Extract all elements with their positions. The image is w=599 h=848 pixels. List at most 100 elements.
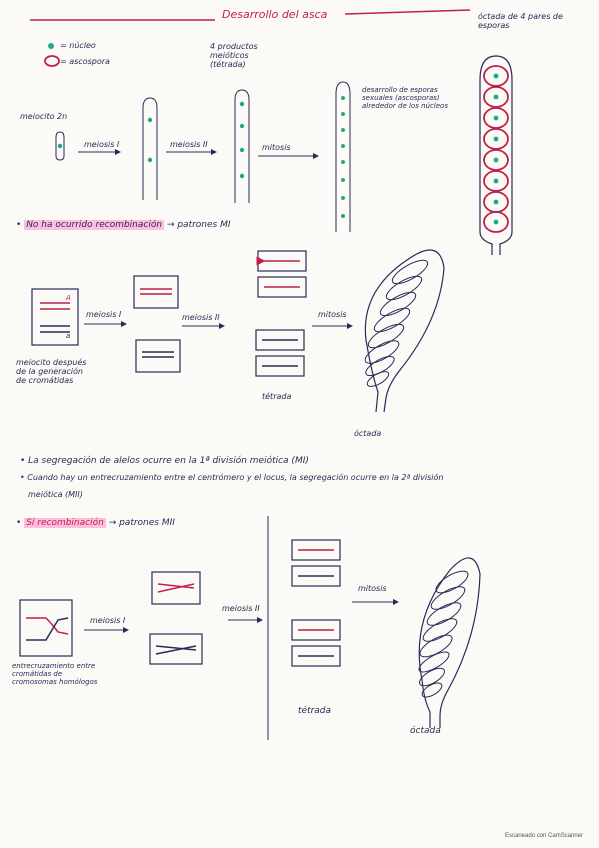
ascospore	[483, 149, 509, 171]
row3-arrow2-label: meiosis II	[222, 604, 260, 613]
ascospore	[483, 128, 509, 150]
tetrad-products-label: 4 productos meióticos (tétrada)	[210, 42, 258, 69]
crossover-blue	[26, 617, 69, 641]
section1-line: • No ha ocurrido recombinación → patrone…	[16, 220, 231, 230]
tetrad-box	[255, 355, 305, 377]
ascospore-nucleus	[493, 94, 499, 100]
section2-highlight: Sí recombinación	[24, 518, 106, 528]
section2-arrow-text: → patrones MII	[108, 518, 175, 528]
row2-octad-label: óctada	[354, 429, 382, 438]
spore	[421, 682, 443, 698]
tetrad-box	[291, 619, 341, 641]
octad-spores-row3	[418, 570, 469, 698]
spore	[364, 340, 400, 364]
note-3: meiótica (MII)	[28, 490, 83, 499]
ascospore-nucleus	[493, 178, 499, 184]
row3-arrow3-label: mitosis	[358, 584, 387, 593]
meiosis1-box-bottom	[135, 339, 181, 373]
section1-highlight: No ha ocurrido recombinación	[24, 220, 165, 230]
row3-box-bottom	[149, 633, 203, 665]
crossover-note: entrecruzamiento entre cromátidas de cro…	[12, 662, 98, 686]
ascus1-nucleus-2	[147, 157, 153, 163]
ascospore	[483, 107, 509, 129]
spore	[391, 259, 429, 285]
row1-arrow2-label: meiosis II	[170, 140, 208, 149]
tetrad-nucleus-3	[239, 147, 245, 153]
spore	[422, 618, 458, 642]
title-rule-right	[344, 9, 471, 15]
octad-nucleus	[341, 178, 345, 182]
meiocyte-box-row2	[31, 288, 79, 346]
meiocyte-label: meiocito 2n	[20, 112, 68, 121]
ascus-octad-nuclei	[335, 81, 351, 232]
spore	[435, 570, 469, 594]
row3-box-top	[151, 571, 201, 605]
ascospore-nucleus	[493, 219, 499, 225]
row3-top-chromatids	[157, 583, 195, 593]
octad-nucleus	[341, 144, 345, 148]
spore	[367, 323, 405, 349]
spore	[373, 307, 411, 333]
ascospore-nucleus	[493, 73, 499, 79]
ascospore-column	[483, 65, 509, 233]
spore	[366, 371, 390, 387]
watermark: Escaneado con CamScanner	[505, 833, 584, 839]
section1-bullet: •	[16, 220, 22, 230]
ascospore	[483, 65, 509, 87]
row3-tetrad-label: tétrada	[298, 706, 332, 716]
ascospore-nucleus	[493, 199, 499, 205]
octad-spores-row2	[364, 259, 429, 387]
octad-nucleus	[341, 128, 345, 132]
row2-meiocyte-note: meiocito después de la generación de cro…	[16, 358, 87, 385]
tetrad-nucleus-2	[239, 123, 245, 129]
spore	[418, 651, 450, 673]
tetrad-box	[291, 645, 341, 667]
meiocyte-nucleus	[57, 143, 63, 149]
note-2: • Cuando hay un entrecruzamiento entre e…	[20, 473, 444, 482]
nucleus-legend-icon	[48, 43, 54, 49]
page-title: Desarrollo del asca	[222, 8, 328, 21]
ascus-tetrad	[234, 89, 250, 203]
spores-note: desarrollo de esporas sexuales (ascospor…	[362, 86, 448, 110]
ascus-meiosis1	[142, 97, 158, 200]
octad-ascus-row2	[364, 249, 445, 413]
tetrad-nucleus-4	[239, 173, 245, 179]
ascospore-nucleus	[493, 157, 499, 163]
legend-nucleus-label: = núcleo	[60, 41, 96, 50]
tetrad-box	[255, 329, 305, 351]
meiocyte-cell	[55, 131, 65, 161]
meiosis1-box-top	[133, 275, 179, 309]
legend-ascospore-label: = ascospora	[60, 57, 110, 66]
spore	[379, 291, 417, 317]
octad-nucleus	[341, 160, 345, 164]
row3-arrow1-label: meiosis I	[90, 616, 126, 625]
row3-bottom-chromatids	[155, 645, 197, 655]
row2-arrow2-label: meiosis II	[182, 313, 220, 322]
tetrad-box	[257, 276, 307, 298]
ascus-octad-spores	[479, 55, 513, 255]
tetrad-box	[291, 565, 341, 587]
octad-nucleus	[341, 112, 345, 116]
spore	[419, 667, 445, 687]
section2-bullet: •	[16, 518, 22, 528]
section1-arrow-text: → patrones MI	[166, 220, 231, 230]
tetrad-nucleus-1	[239, 101, 245, 107]
allele-label-big: A	[66, 294, 71, 302]
spore	[385, 275, 423, 301]
spore	[365, 355, 395, 377]
note-1: • La segregación de alelos ocurre en la …	[20, 456, 309, 466]
ascospore-legend-icon	[44, 55, 60, 67]
ascus1-nucleus-1	[147, 117, 153, 123]
ascospore	[483, 211, 509, 233]
tetrad-boxes-row2	[255, 250, 307, 377]
ascospore	[483, 86, 509, 108]
ascospore	[483, 170, 509, 192]
section2-line: • Sí recombinación → patrones MII	[16, 518, 175, 528]
crossover-box	[19, 599, 73, 657]
octad-nuclei	[341, 96, 345, 218]
spore	[430, 586, 466, 610]
octad-top-note: óctada de 4 pares de esporas	[478, 12, 563, 30]
ascospore-nucleus	[493, 136, 499, 142]
ascospore-nuclei	[493, 73, 499, 225]
